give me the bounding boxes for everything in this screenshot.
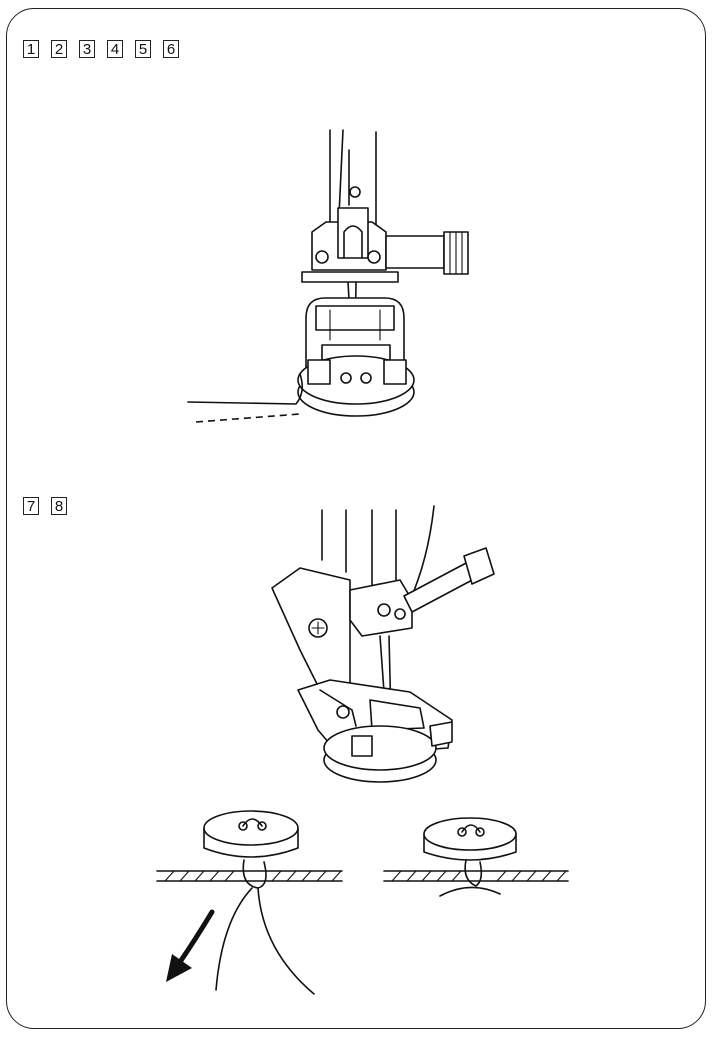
steps-row-a: 1 2 3 4 5 6 (23, 40, 179, 58)
step-badge-7: 7 (23, 497, 39, 515)
thread-pull-arrow-icon (166, 909, 215, 982)
step-badge-4: 4 (107, 40, 123, 58)
step-badge-1: 1 (23, 40, 39, 58)
button-knotted-thread-icon (383, 817, 569, 897)
step-badge-2: 2 (51, 40, 67, 58)
button-sewing-foot-angled-view-icon (271, 505, 495, 783)
page-frame (6, 8, 706, 1029)
step-badge-3: 3 (79, 40, 95, 58)
steps-row-b: 7 8 (23, 497, 67, 515)
button-sewing-foot-front-view-icon (187, 129, 469, 423)
step-badge-8: 8 (51, 497, 67, 515)
step-badge-6: 6 (163, 40, 179, 58)
step-badge-5: 5 (135, 40, 151, 58)
button-thread-pull-icon (156, 810, 343, 995)
